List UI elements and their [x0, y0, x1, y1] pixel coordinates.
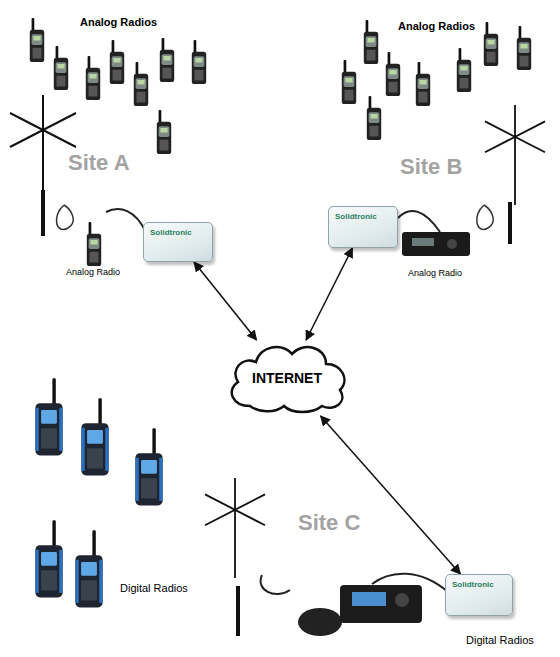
- gateway-box: Solidtronic: [328, 206, 398, 248]
- mobile-radio-screen: [412, 238, 434, 246]
- network-link: [194, 262, 257, 340]
- brand-label: Solidtronic: [335, 212, 391, 221]
- analog-radio: [192, 40, 206, 84]
- caption-label: Analog Radio: [66, 267, 120, 277]
- mic-cable: [261, 575, 290, 594]
- cloud-shape: [232, 347, 345, 412]
- analog-radio: [157, 110, 171, 154]
- antenna-tower: [205, 478, 265, 578]
- hand-microphone: [298, 608, 342, 636]
- digital-radio: [35, 520, 62, 597]
- analog-radio: [517, 26, 531, 70]
- internet-cloud: INTERNET: [222, 340, 352, 416]
- interface-cable: [398, 211, 440, 232]
- gateway-box: Solidtronic: [143, 222, 213, 262]
- analog-radio: [54, 46, 68, 90]
- analog-radio: [342, 60, 356, 104]
- antenna-tower: [485, 105, 545, 205]
- brand-label: Solidtronic: [452, 580, 506, 589]
- analog-radio: [110, 40, 124, 84]
- analog-radio: [86, 56, 100, 100]
- caption-label: Analog Radios: [80, 16, 157, 28]
- analog-radio: [30, 18, 44, 62]
- digital-radio: [81, 398, 108, 475]
- brand-label: Solidtronic: [150, 228, 206, 237]
- analog-radio: [367, 96, 381, 140]
- interface-cable: [372, 574, 448, 592]
- caption-label: Digital Radios: [466, 634, 534, 646]
- mobile-radio-knob: [447, 239, 457, 249]
- site-label: Site B: [400, 154, 462, 180]
- analog-radio: [87, 222, 101, 266]
- mobile-radio: [340, 585, 422, 623]
- caption-label: Analog Radio: [408, 268, 462, 278]
- network-link: [306, 248, 352, 340]
- mobile-radio-screen: [352, 592, 386, 606]
- mobile-radio-knob: [395, 593, 409, 607]
- earpiece-cable: [56, 205, 73, 229]
- analog-radio: [134, 62, 148, 106]
- analog-radio: [484, 22, 498, 66]
- whip-antenna: [236, 586, 240, 636]
- whip-antenna: [41, 190, 45, 236]
- network-link: [321, 416, 461, 574]
- analog-radio: [160, 38, 174, 82]
- analog-radio: [386, 52, 400, 96]
- digital-radio: [135, 428, 162, 505]
- cloud-label: INTERNET: [252, 370, 322, 386]
- analog-radio: [416, 62, 430, 106]
- gateway-box: Solidtronic: [445, 574, 513, 616]
- interface-cable: [106, 209, 146, 232]
- antenna-tower: [10, 95, 76, 205]
- earpiece-cable: [477, 205, 493, 229]
- mobile-radio: [402, 232, 470, 256]
- caption-label: Analog Radios: [398, 20, 475, 32]
- whip-antenna: [508, 202, 512, 244]
- digital-radio: [75, 530, 102, 607]
- site-label: Site A: [68, 150, 130, 176]
- site-label: Site C: [298, 510, 360, 536]
- analog-radio: [457, 48, 471, 92]
- analog-radio: [364, 20, 378, 64]
- digital-radio: [35, 378, 62, 455]
- caption-label: Digital Radios: [120, 582, 188, 594]
